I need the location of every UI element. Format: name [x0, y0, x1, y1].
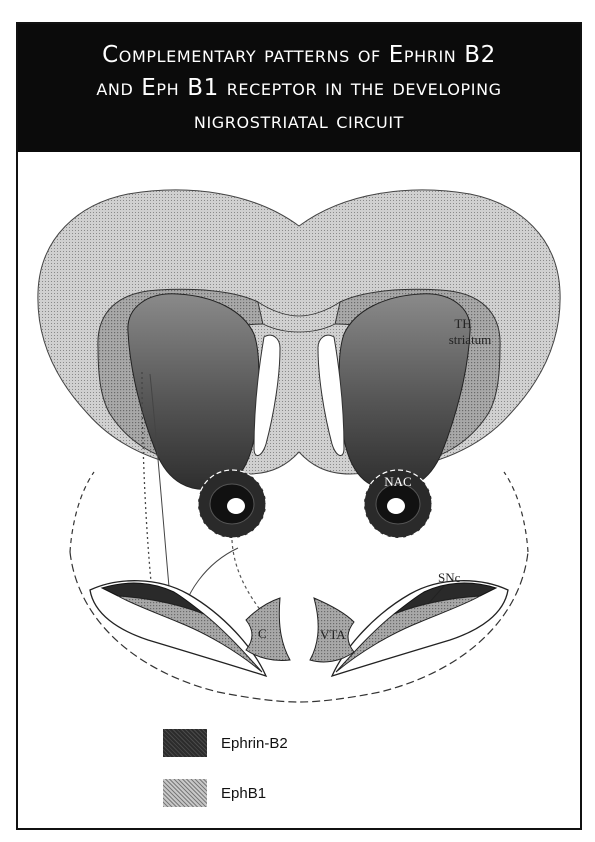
label-c: C — [258, 626, 267, 641]
right-striatum — [339, 294, 470, 490]
left-nac-core — [227, 498, 245, 514]
title-line-2: and Eph B1 receptor in the developing — [96, 72, 501, 105]
title-line-1: Complementary patterns of Ephrin B2 — [96, 39, 501, 72]
label-snc: SNc — [438, 570, 461, 585]
ephb1-swatch — [163, 779, 207, 807]
legend-item-ephb1: EphB1 — [163, 779, 288, 807]
right-nac-core — [387, 498, 405, 514]
legend-label-ephrin-b2: Ephrin-B2 — [221, 735, 288, 752]
label-th: TH — [454, 316, 471, 331]
legend: Ephrin-B2 EphB1 — [163, 729, 288, 829]
title-bar: Complementary patterns of Ephrin B2 and … — [18, 24, 580, 152]
midbrain-outline-upper-right — [504, 472, 528, 552]
label-vta: VTA — [320, 627, 346, 642]
nigrostriatal-diagram: TH striatum NAC SNc C VTA — [18, 152, 580, 728]
midbrain-outline-upper — [70, 472, 94, 552]
label-nac: NAC — [384, 474, 411, 489]
ephrin-b2-swatch — [163, 729, 207, 757]
figure-frame: Complementary patterns of Ephrin B2 and … — [16, 22, 582, 830]
figure-title: Complementary patterns of Ephrin B2 and … — [78, 39, 519, 138]
title-line-3: nigrostriatal circuit — [96, 105, 501, 138]
c-region — [246, 598, 290, 661]
left-striatum — [128, 294, 259, 490]
legend-label-ephb1: EphB1 — [221, 785, 266, 802]
label-striatum: striatum — [449, 332, 492, 347]
legend-item-ephrin-b2: Ephrin-B2 — [163, 729, 288, 757]
